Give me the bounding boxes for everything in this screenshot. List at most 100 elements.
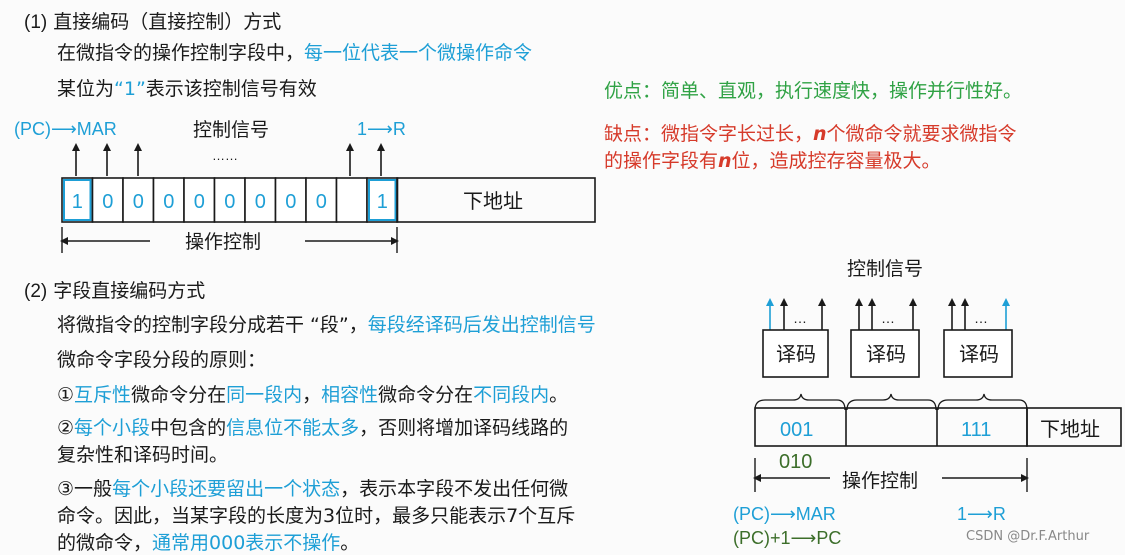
principle-1-num: ① (57, 384, 75, 406)
d1-bit-value: 0 (194, 191, 205, 213)
d1-bit-value: 1 (72, 191, 83, 213)
d1-bit-value: 0 (133, 191, 144, 213)
principle-3-line3-a: 的微命令， (57, 532, 153, 554)
section1-line1-text: 在微指令的操作控制字段中， (57, 42, 305, 64)
principle-1-a: 互斥性 (74, 384, 132, 406)
d2-field-value: 001 (780, 419, 813, 441)
principle-2-c: 信息位不能太多 (226, 417, 360, 439)
pros-text: 优点：简单、直观，执行速度快，操作并行性好。 (604, 80, 1023, 102)
d2-decoder-label: 译码 (959, 343, 999, 366)
section1-line1-highlight: 每一位代表一个微操作命令 (304, 42, 533, 64)
d2-brace (754, 393, 846, 411)
d1-ellipsis: …… (212, 148, 238, 163)
d1-bit-highlight (368, 179, 397, 221)
section1-line2-quote: “1” (114, 78, 146, 100)
section1-line2-prefix: 某位为 (57, 78, 115, 100)
watermark: CSDN @Dr.F.Arthur (966, 529, 1090, 544)
cons-line2-a: 的操作字段有 (604, 150, 719, 172)
d2-decoder-arrows (766, 298, 1010, 330)
d1-bit-value: 0 (224, 191, 235, 213)
d2-brace (937, 393, 1028, 411)
principle-2-a: 每个小段 (74, 417, 151, 439)
d1-bit-value: 0 (285, 191, 296, 213)
cons-line2: 的操作字段有n位，造成控存容量极大。 (604, 146, 941, 173)
d2-brace (846, 393, 937, 411)
principle-1-d: ， (302, 384, 322, 406)
d2-field-010: 010 (779, 451, 812, 473)
d2-pc-inc-label: (PC)+1⟶PC (733, 528, 841, 548)
principle-1-g: 不同段内 (473, 384, 550, 406)
d2-dots: … (881, 310, 895, 326)
d2-decoder-label: 译码 (776, 343, 816, 366)
principle-1-h: 。 (549, 384, 569, 406)
d1-bit-value: 0 (102, 191, 113, 213)
d2-dots: … (793, 310, 807, 326)
d2-next-address-box (1026, 407, 1122, 447)
d1-bit-value: 0 (255, 191, 266, 213)
d2-field-value: 111 (961, 419, 991, 441)
section2-line2: 微命令字段分段的原则： (57, 349, 267, 371)
d1-bit-value: 0 (163, 191, 174, 213)
principle-2-d: ，否则将增加译码线路的 (359, 417, 569, 439)
d1-bit-cell (91, 177, 124, 223)
principle-3-num: ③ (57, 478, 75, 500)
principle-1-c: 同一段内 (226, 384, 303, 406)
d2-decoder-box (762, 329, 829, 378)
d2-braces (754, 393, 1028, 411)
principle-1-f: 微命令分在 (378, 384, 474, 406)
cons-line1-n: n (813, 123, 827, 145)
d1-bit-cell (335, 177, 368, 223)
section2-line1-highlight: 每段经译码后发出控制信号 (367, 314, 596, 336)
cons-line1: 缺点：微指令字长过长，n个微命令就要求微指令 (604, 119, 1017, 146)
d1-one-r-label: 1⟶R (357, 119, 406, 139)
d1-bit-value: 1 (377, 191, 388, 213)
principle-2-b: 中包含的 (150, 417, 227, 439)
d2-decoder-box (850, 329, 920, 378)
d1-bit-cell (366, 177, 399, 223)
section2-heading: (2) 字段直接编码方式 (24, 276, 205, 303)
principle-1-e: 相容性 (321, 384, 379, 406)
d2-decoder-box (943, 329, 1013, 378)
principle-1-b: 微命令分在 (131, 384, 227, 406)
principle-3-b: 每个小段还要留出一个状态 (112, 478, 341, 500)
principle-3-line3: 的微命令，通常用000表示不操作。 (57, 528, 359, 555)
principle-3-a: 一般 (74, 478, 113, 500)
principle-2: ②每个小段中包含的信息位不能太多，否则将增加译码线路的 (57, 413, 568, 440)
d1-bit-cell (183, 177, 216, 223)
principle-3-line3-c: 。 (340, 532, 360, 554)
d1-op-control-label: 操作控制 (185, 231, 261, 253)
principle-3-line3-b: 通常用000表示不操作 (152, 532, 341, 554)
d2-pc-mar-label: (PC)⟶MAR (733, 504, 836, 524)
d1-control-signal-label: 控制信号 (193, 119, 269, 141)
cons-line1-b: 个微命令就要求微指令 (826, 123, 1017, 145)
d1-bit-cell (244, 177, 277, 223)
cons-line2-n: n (718, 150, 732, 172)
d1-next-address-box (396, 177, 596, 223)
principle-1: ①互斥性微命令分在同一段内，相容性微命令分在不同段内。 (57, 380, 568, 407)
d2-control-signal-label: 控制信号 (847, 258, 923, 280)
d1-up-arrows (72, 143, 385, 176)
d1-bit-cell (152, 177, 185, 223)
d2-next-address-label: 下地址 (1040, 418, 1100, 441)
d1-bit-cell (61, 177, 94, 223)
principle-2-line2: 复杂性和译码时间。 (57, 444, 229, 466)
section1-title: 直接编码（直接控制）方式 (53, 11, 282, 33)
section1-number: (1) (24, 12, 48, 33)
principle-3: ③一般每个小段还要留出一个状态，表示本字段不发出任何微 (57, 474, 568, 501)
principle-3-c: ，表示本字段不发出任何微 (340, 478, 569, 500)
d2-decoder-label: 译码 (866, 343, 906, 366)
section2-line1: 将微指令的控制字段分成若干 “段”，每段经译码后发出控制信号 (57, 310, 596, 337)
d1-bit-cell (122, 177, 155, 223)
d1-pc-mar-label: (PC)⟶MAR (14, 119, 117, 139)
section1-line1: 在微指令的操作控制字段中，每一位代表一个微操作命令 (57, 38, 532, 65)
d2-one-r-label: 1⟶R (957, 504, 1006, 524)
section2-line1-text: 将微指令的控制字段分成若干 “段”， (57, 314, 368, 336)
principle-2-num: ② (57, 417, 75, 439)
d2-op-control-label: 操作控制 (842, 470, 918, 492)
cons-line1-a: 缺点：微指令字长过长， (604, 123, 814, 145)
d1-bit-highlight (63, 179, 92, 221)
section1-heading: (1) 直接编码（直接控制）方式 (24, 7, 281, 34)
section1-line2: 某位为“1”表示该控制信号有效 (57, 74, 317, 101)
